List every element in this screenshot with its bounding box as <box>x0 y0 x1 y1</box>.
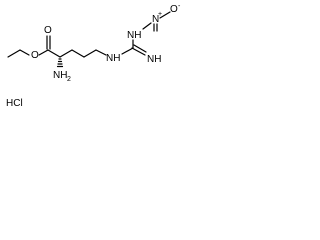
bond-o-carbonyl <box>38 49 49 56</box>
atom-chain-nh: NH <box>106 53 120 64</box>
bond-guanidine-imine-2 <box>133 44 147 53</box>
bond-ethyl-ch3 <box>7 49 21 58</box>
bond-nh-guanidine <box>121 47 134 55</box>
salt-hcl-label: HCl <box>6 98 23 109</box>
bond-nitro-o <box>159 11 171 19</box>
atom-nitro-charge-plus: + <box>158 11 162 18</box>
bond-guanidine-imine-1 <box>131 47 146 56</box>
atom-carbonyl-oxygen: O <box>44 25 52 36</box>
atom-guanidine-nh: NH <box>127 30 141 41</box>
atom-amine-subscript: 2 <box>67 76 71 83</box>
bond-chain-1 <box>59 49 73 58</box>
bond-nh-nitro <box>142 22 152 30</box>
bond-alpha-amine-hashed <box>56 58 64 68</box>
atom-nitro-oxygen: O <box>170 4 178 15</box>
atom-ester-oxygen: O <box>31 50 39 61</box>
bond-chain-3 <box>83 49 97 58</box>
atom-nitro-n: N <box>152 14 159 25</box>
bond-carbonyl-alpha <box>47 49 61 58</box>
atom-imine-nh: NH <box>147 54 161 65</box>
bond-chain-2 <box>71 49 85 58</box>
bond-ethyl-ch2-o <box>19 49 30 56</box>
bond-chain-4 <box>95 49 107 56</box>
atom-nitro-charge-minus: - <box>178 3 181 10</box>
atom-amine-n: NH <box>53 70 67 81</box>
chemical-structure: O O NH 2 NH NH NH N + O - HCl <box>6 3 181 109</box>
